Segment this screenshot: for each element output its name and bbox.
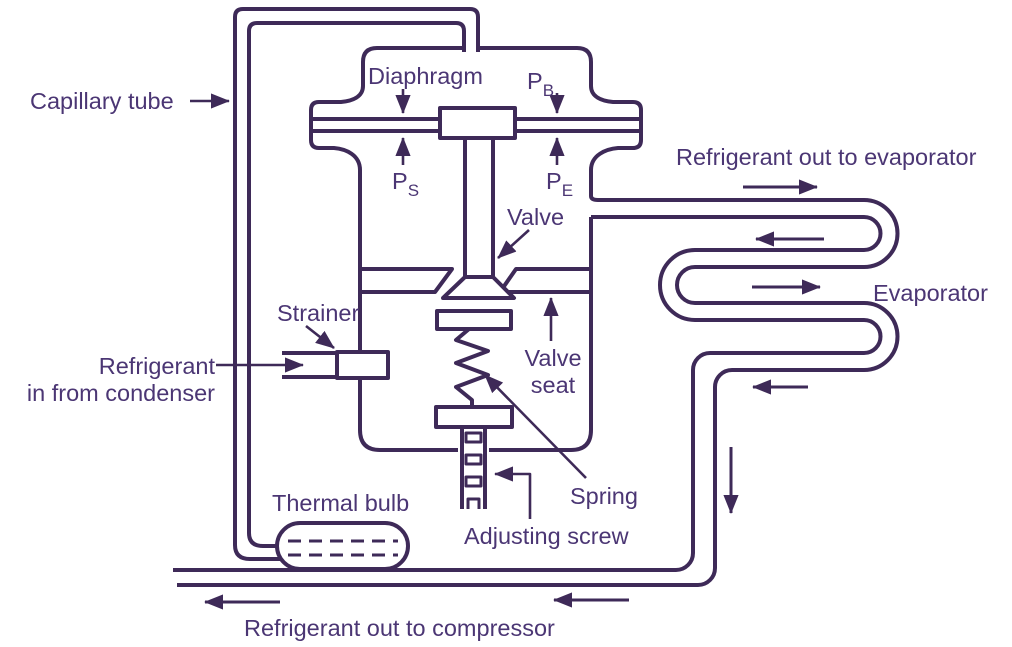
spring-leader-arrow xyxy=(484,374,587,479)
pressure-evaporator-subscript: E xyxy=(562,181,573,200)
adjusting-screw-thread xyxy=(464,475,483,488)
diaphragm-label: Diaphragm xyxy=(368,63,483,89)
pressure-spring-symbol: P xyxy=(392,168,408,194)
capillary-tube-inner-line xyxy=(247,21,466,548)
valve-body xyxy=(309,46,643,509)
refrigerant-out-evaporator-label: Refrigerant out to evaporator xyxy=(676,144,977,170)
spring-top-plate xyxy=(435,309,513,331)
adjusting-screw-thread xyxy=(464,431,483,444)
refrigerant-out-compressor-label: Refrigerant out to compressor xyxy=(244,615,555,641)
refrigerant-in-label-line1: Refrigerant xyxy=(99,353,216,379)
valve-body-lower-right-wall xyxy=(489,217,593,452)
pressure-bulb-symbol: P xyxy=(527,68,543,94)
pressure-evaporator-symbol: P xyxy=(546,168,562,194)
capillary-tube xyxy=(233,7,480,561)
capillary-tube-outer-line xyxy=(233,7,480,561)
valve-seat-label-line2: seat xyxy=(531,372,576,398)
thermal-bulb-capsule xyxy=(275,521,410,571)
pressure-spring-subscript: S xyxy=(408,181,419,200)
spring-label: Spring xyxy=(570,483,638,509)
evaporator-coil-inner-boundary xyxy=(173,215,883,572)
valve-leader-arrow xyxy=(497,229,530,259)
label-leaders xyxy=(190,89,587,519)
valve-body-lower-left-wall xyxy=(358,378,458,452)
pressure-bulb-subscript: B xyxy=(543,81,554,100)
adjusting-screw-label: Adjusting screw xyxy=(464,523,630,549)
strainer-leader-arrow xyxy=(305,324,335,350)
flow-arrows xyxy=(204,179,824,610)
valve-body-right-profile xyxy=(478,46,643,196)
labels: Capillary tube Diaphragm PB PS PE Valve … xyxy=(27,63,988,641)
valve-cone xyxy=(441,275,516,300)
spring-bottom-plate xyxy=(434,405,514,429)
valve-seat-label-line1: Valve xyxy=(524,345,581,371)
diaphragm-button xyxy=(438,106,517,140)
thermal-bulb xyxy=(275,521,410,571)
evaporator-coil xyxy=(173,195,900,587)
evaporator-coil-outer-boundary xyxy=(177,195,900,587)
strainer-box xyxy=(335,350,390,380)
evaporator-label: Evaporator xyxy=(873,280,988,306)
pressure-bulb-label: PB xyxy=(527,68,554,100)
pressure-evaporator-label: PE xyxy=(546,168,573,200)
adjusting-screw-foot xyxy=(466,497,481,509)
valve-seat-right xyxy=(498,267,593,294)
spring-coil xyxy=(454,327,490,407)
thermal-bulb-label: Thermal bulb xyxy=(272,490,409,516)
valve-body-left-profile xyxy=(309,46,464,352)
adjusting-screw-leader-arrow xyxy=(494,466,532,519)
adjusting-screw-thread xyxy=(464,453,483,466)
valve-label: Valve xyxy=(507,204,564,230)
refrigerant-in-label-line2: in from condenser xyxy=(27,380,215,406)
adjusting-screw xyxy=(460,427,487,509)
inlet-assembly xyxy=(282,350,390,380)
strainer-label: Strainer xyxy=(277,300,359,326)
pressure-spring-label: PS xyxy=(392,168,419,200)
valve-seat-left xyxy=(358,267,454,294)
capillary-tube-label: Capillary tube xyxy=(30,88,174,114)
